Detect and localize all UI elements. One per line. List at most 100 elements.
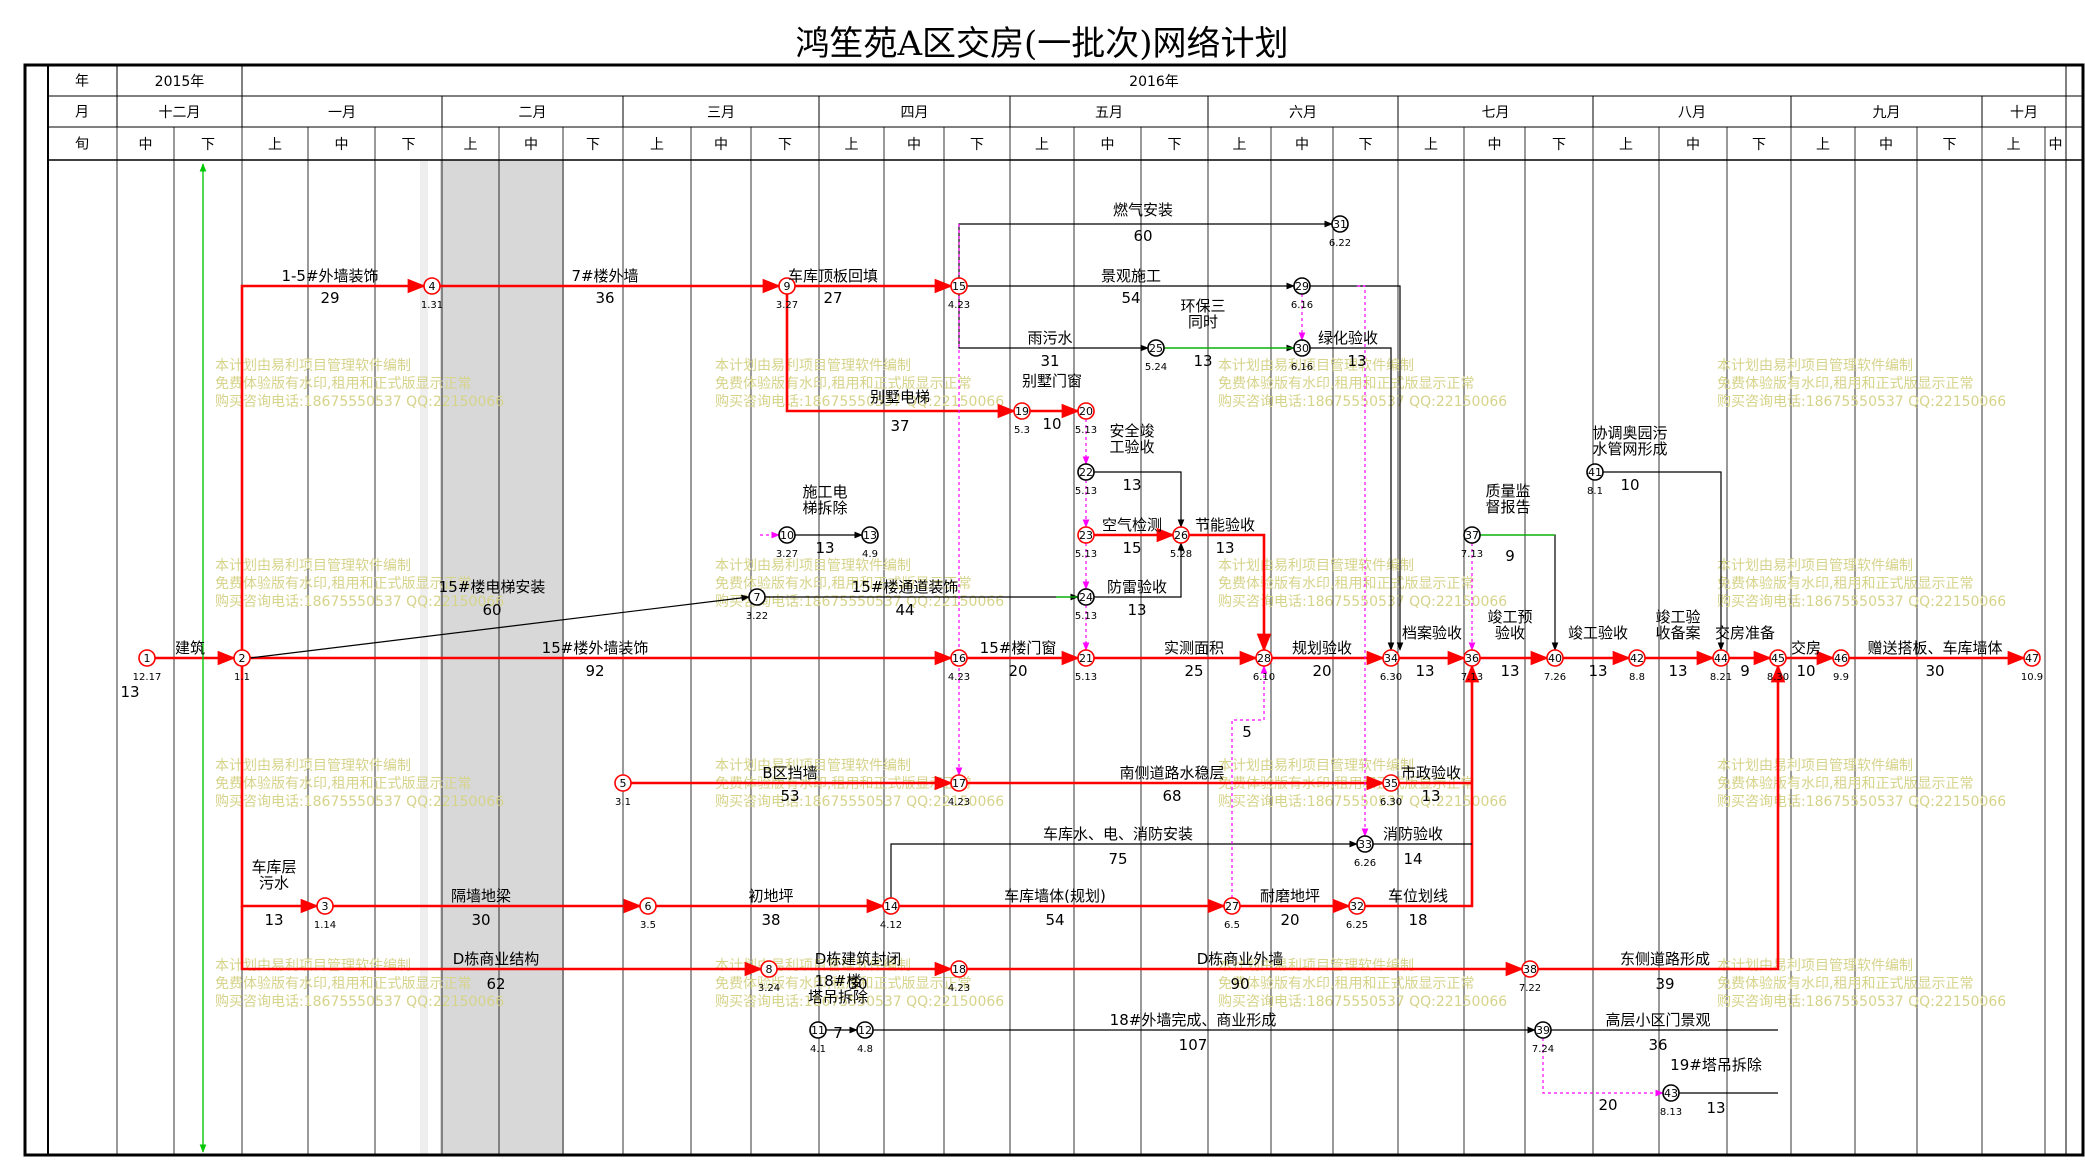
node-id: 39 — [1536, 1024, 1550, 1037]
activity: 5 — [1242, 723, 1252, 741]
activity-name: 车库水、电、消防安装 — [1043, 825, 1193, 843]
node-date: 4.23 — [948, 983, 970, 994]
watermark-text: 购买咨询电话:18675550537 QQ:22150066 — [715, 594, 1004, 610]
activity-name: 档案验收 — [1402, 624, 1462, 642]
node-id: 7 — [754, 591, 761, 604]
activity-duration: 13 — [1415, 662, 1434, 680]
node-11: 114.1 — [809, 1021, 827, 1055]
node-id: 23 — [1079, 529, 1093, 542]
node-id: 11 — [811, 1024, 825, 1037]
activity-duration: 54 — [1121, 289, 1140, 307]
node-10: 103.27 — [776, 526, 798, 560]
node-date: 6.30 — [1380, 797, 1402, 808]
activity-duration: 53 — [780, 787, 799, 805]
node-20: 205.13 — [1075, 402, 1097, 436]
node-date: 5.3 — [1014, 425, 1030, 436]
activity-duration: 9 — [1740, 662, 1750, 680]
node-id: 16 — [952, 652, 966, 665]
node-9: 93.27 — [776, 277, 798, 311]
node-id: 21 — [1079, 652, 1093, 665]
watermark-text: 购买咨询电话:18675550537 QQ:22150066 — [715, 394, 1004, 410]
activity-name: D栋商业结构 — [453, 950, 540, 968]
node-date: 5.13 — [1075, 672, 1097, 683]
node-7: 73.22 — [746, 588, 768, 622]
activity-name: 规划验收 — [1292, 639, 1352, 657]
node-date: 4.23 — [948, 797, 970, 808]
node-15: 154.23 — [948, 277, 970, 311]
activity-name: 初地坪 — [748, 887, 793, 905]
node-id: 6 — [645, 900, 652, 913]
dekad-label: 中 — [2049, 137, 2063, 153]
month-label: 六月 — [1289, 105, 1317, 121]
node-date: 6.22 — [1329, 238, 1351, 249]
arrow-line — [1542, 1038, 1664, 1097]
arrow-line — [958, 286, 1149, 352]
dekad-label: 下 — [1359, 137, 1373, 153]
node-date: 6.16 — [1291, 362, 1313, 373]
activity-duration: 54 — [1045, 911, 1064, 929]
node-date: 3.1 — [615, 797, 631, 808]
activity-duration: 13 — [1588, 662, 1607, 680]
node-35: 356.30 — [1380, 774, 1402, 808]
activity-name: 竣工预 — [1487, 608, 1532, 626]
activity-name: D栋建筑封闭 — [815, 950, 902, 968]
activity-name: 竣工验收 — [1568, 624, 1628, 642]
node-42: 428.8 — [1628, 649, 1646, 683]
node-id: 47 — [2025, 652, 2039, 665]
node-id: 27 — [1225, 900, 1239, 913]
month-label: 七月 — [1482, 105, 1510, 121]
activity-duration: 36 — [595, 289, 614, 307]
watermark-text: 本计划由易利项目管理软件编制 — [1717, 358, 1913, 374]
arrow-line — [249, 594, 750, 659]
node-41: 418.1 — [1586, 463, 1604, 497]
arrow-line — [1094, 542, 1185, 598]
watermark-text: 购买咨询电话:18675550537 QQ:22150066 — [215, 994, 504, 1010]
node-date: 5.13 — [1075, 611, 1097, 622]
activity-duration: 39 — [1655, 975, 1674, 993]
node-date: 7.13 — [1461, 672, 1483, 683]
month-label: 三月 — [707, 105, 735, 121]
arrow-line — [1365, 664, 1480, 908]
dekad-label: 下 — [402, 137, 416, 153]
dekad-label: 中 — [1879, 137, 1893, 153]
node-13: 134.9 — [861, 526, 879, 560]
arrow-line — [1310, 347, 1395, 651]
node-6: 63.5 — [639, 897, 657, 931]
node-47: 47 10.9 — [2021, 649, 2043, 683]
watermark-text: 购买咨询电话:18675550537 QQ:22150066 — [1218, 594, 1507, 610]
node-date: 10.9 — [2021, 672, 2043, 683]
arrow-line — [1538, 664, 1786, 971]
node-date: 4.9 — [862, 549, 878, 560]
activity-duration: 29 — [320, 289, 339, 307]
activity-name: 市政验收 — [1401, 764, 1461, 782]
activity-duration: 13 — [1122, 476, 1141, 494]
activity-name: B区挡墙 — [762, 764, 817, 782]
dekad-label: 下 — [970, 137, 984, 153]
node-date: 3.27 — [776, 549, 798, 560]
activity-name: 同时 — [1188, 313, 1218, 331]
activity-name: 东侧道路形成 — [1620, 950, 1710, 968]
node-id: 9 — [784, 280, 791, 293]
watermark-text: 购买咨询电话:18675550537 QQ:22150066 — [715, 794, 1004, 810]
activity-name: 隔墙地梁 — [451, 887, 511, 905]
activity-name: 工验收 — [1109, 438, 1154, 456]
node-date: 8.1 — [1587, 486, 1603, 497]
activity-duration: 15 — [1122, 539, 1141, 557]
activity-duration: 13 — [1500, 662, 1519, 680]
node-date: 4.12 — [880, 920, 902, 931]
node-date: 5.13 — [1075, 486, 1097, 497]
